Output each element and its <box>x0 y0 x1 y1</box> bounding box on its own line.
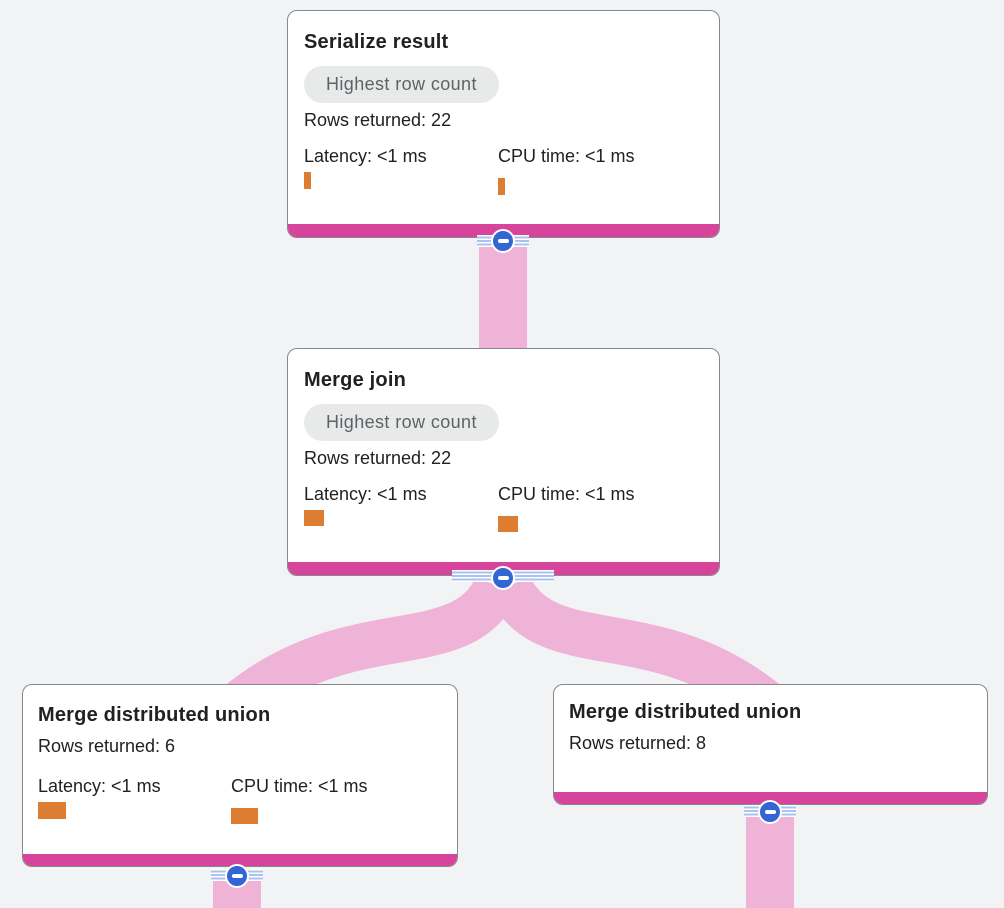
latency-metric: Latency: <1 ms <box>304 483 498 532</box>
cpu-time-metric: CPU time: <1 ms <box>498 483 692 532</box>
highest-row-count-badge: Highest row count <box>304 404 499 441</box>
plan-node-merge-distributed-union-left[interactable]: Merge distributed union Rows returned: 6… <box>22 684 458 867</box>
rows-returned-text: Rows returned: 8 <box>569 733 707 753</box>
latency-label: Latency: <1 ms <box>304 146 427 166</box>
minus-icon <box>497 576 509 580</box>
flow-edge-mergejoin-to-right-union <box>488 574 781 722</box>
rows-returned-text: Rows returned: 6 <box>38 736 176 756</box>
cpu-time-bar <box>231 808 258 824</box>
latency-label: Latency: <1 ms <box>304 484 427 504</box>
metrics-row: Latency: <1 ms CPU time: <1 ms <box>38 775 442 824</box>
plan-node-merge-distributed-union-right[interactable]: Merge distributed union Rows returned: 8 <box>553 684 988 805</box>
latency-bar <box>304 172 311 189</box>
flow-edge-mergejoin-to-left-union <box>225 575 518 722</box>
minus-icon <box>764 810 776 814</box>
flow-edge-right-union-child <box>746 816 794 908</box>
minus-icon <box>497 239 509 243</box>
cpu-time-label: CPU time: <1 ms <box>498 484 635 504</box>
metrics-row: Latency: <1 ms CPU time: <1 ms <box>304 483 703 532</box>
metrics-row: Latency: <1 ms CPU time: <1 ms <box>304 145 703 195</box>
cpu-time-bar <box>498 516 518 532</box>
highest-row-count-badge: Highest row count <box>304 66 499 103</box>
flow-edge-serialize-to-mergejoin <box>479 247 527 351</box>
rows-returned-text: Rows returned: 22 <box>304 110 452 130</box>
latency-bar <box>304 510 324 526</box>
cpu-time-label: CPU time: <1 ms <box>498 146 635 166</box>
node-title: Serialize result <box>304 31 449 53</box>
node-title: Merge join <box>304 369 407 391</box>
collapse-node-button[interactable] <box>491 566 515 590</box>
collapse-node-button[interactable] <box>225 864 249 888</box>
latency-bar <box>38 802 66 819</box>
node-title: Merge distributed union <box>38 704 271 726</box>
plan-node-merge-join[interactable]: Merge join Highest row count Rows return… <box>287 348 720 576</box>
cpu-time-metric: CPU time: <1 ms <box>231 775 424 824</box>
cpu-time-bar <box>498 178 505 195</box>
cpu-time-metric: CPU time: <1 ms <box>498 145 692 195</box>
node-title: Merge distributed union <box>569 701 802 723</box>
latency-label: Latency: <1 ms <box>38 776 161 796</box>
cpu-time-label: CPU time: <1 ms <box>231 776 368 796</box>
latency-metric: Latency: <1 ms <box>38 775 231 824</box>
latency-metric: Latency: <1 ms <box>304 145 498 195</box>
collapse-node-button[interactable] <box>491 229 515 253</box>
row-count-strip <box>23 854 457 866</box>
row-count-strip <box>554 792 987 804</box>
minus-icon <box>231 874 243 878</box>
rows-returned-text: Rows returned: 22 <box>304 448 452 468</box>
collapse-node-button[interactable] <box>758 800 782 824</box>
plan-node-serialize-result[interactable]: Serialize result Highest row count Rows … <box>287 10 720 238</box>
